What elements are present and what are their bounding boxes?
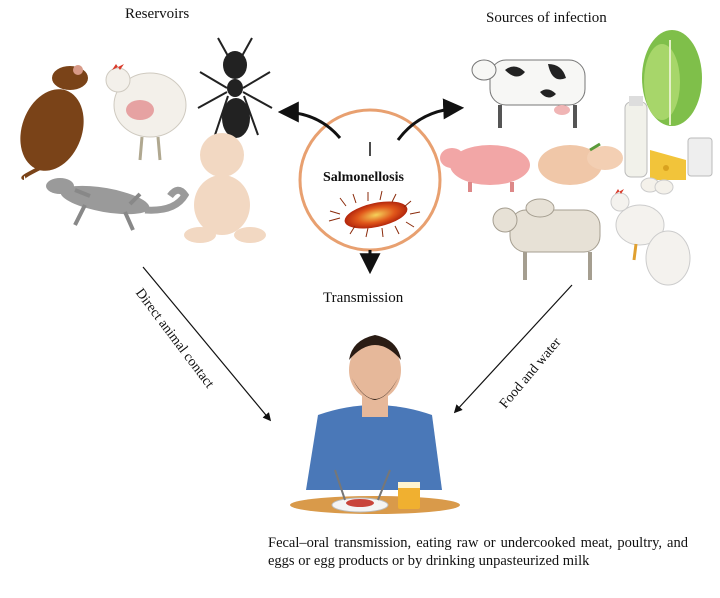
eggs-icon bbox=[640, 177, 674, 195]
pig-icon bbox=[440, 145, 530, 192]
cow-icon bbox=[471, 59, 586, 128]
milk-bottle-icon bbox=[624, 96, 713, 178]
baby-icon bbox=[184, 133, 266, 243]
rat-icon bbox=[20, 65, 88, 180]
bacterium-icon bbox=[328, 190, 421, 238]
sources-label: Sources of infection bbox=[486, 10, 607, 26]
cheese-icon bbox=[650, 150, 686, 180]
lettuce-icon bbox=[642, 30, 702, 126]
raw-chicken-icon bbox=[538, 142, 623, 185]
center-arrows bbox=[142, 98, 573, 422]
caption-text: Fecal–oral transmission, eating raw or u… bbox=[268, 535, 688, 569]
center-circle bbox=[298, 108, 442, 252]
transmission-label: Transmission bbox=[323, 290, 404, 306]
center-label: Salmonellosis bbox=[323, 170, 404, 185]
lizard-icon bbox=[46, 178, 190, 231]
egg-icon bbox=[645, 230, 691, 286]
reservoirs-label: Reservoirs bbox=[125, 6, 190, 22]
rooster-icon bbox=[610, 189, 665, 261]
hen-icon bbox=[105, 64, 187, 161]
ant-icon bbox=[197, 37, 273, 138]
eating-man-icon bbox=[290, 335, 460, 514]
zebu-icon bbox=[492, 198, 601, 280]
